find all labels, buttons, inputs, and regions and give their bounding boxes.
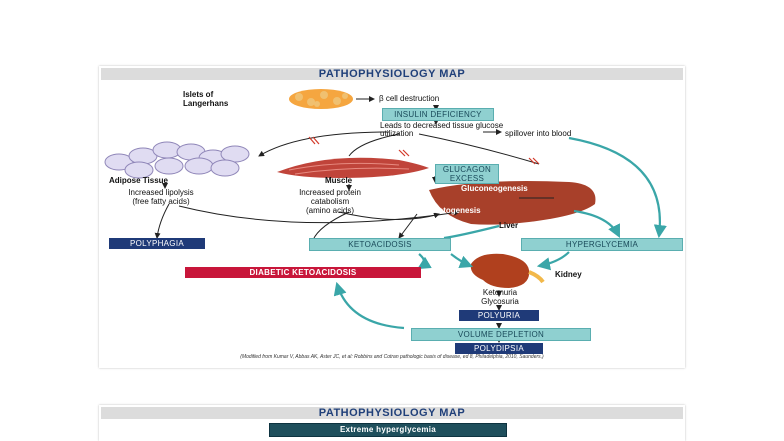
adipose-tissue-image	[104, 141, 250, 179]
liver-image	[429, 181, 596, 225]
kidney-image	[470, 253, 545, 288]
ketonuria-glycosuria-label: Ketonuria Glycosuria	[481, 288, 519, 306]
polyphagia-box: POLYPHAGIA	[109, 238, 205, 249]
glucagon-excess-box: GLUCAGON EXCESS	[435, 164, 499, 184]
muscle-image	[277, 157, 429, 178]
gluconeogenesis-label: Gluconeogenesis	[461, 184, 528, 193]
muscle-title: Muscle	[325, 176, 353, 185]
polyuria-box: POLYURIA	[459, 310, 539, 321]
utilization-label: utilization	[380, 129, 414, 138]
adipose-tissue-text: Increased lipolysis (free fatty acids)	[128, 188, 194, 206]
panel-title: PATHOPHYSIOLOGY MAP	[101, 68, 683, 80]
ketoacidosis-box: KETOACIDOSIS	[309, 238, 451, 251]
hyperglycemia-box: HYPERGLYCEMIA	[521, 238, 683, 251]
volume-depletion-box: VOLUME DEPLETION	[411, 328, 591, 341]
leads-to-label: Leads to decreased tissue glucose	[380, 121, 504, 130]
panel-2-title: PATHOPHYSIOLOGY MAP	[101, 407, 683, 419]
diagram-graphics	[104, 89, 667, 343]
liver-label: Liver	[499, 221, 519, 230]
muscle-text: Increased protein catabolism (amino acid…	[299, 188, 361, 215]
polydipsia-box: POLYDIPSIA	[455, 343, 543, 354]
insulin-deficiency-box: INSULIN DEFICIENCY	[382, 108, 494, 121]
kidney-label: Kidney	[555, 270, 582, 279]
ketogenesis-label: Ketogenesis	[433, 206, 481, 215]
diabetic-ketoacidosis-box: DIABETIC KETOACIDOSIS	[185, 267, 421, 278]
pathophysiology-map-panel-2: PATHOPHYSIOLOGY MAP Extreme hyperglycemi…	[99, 405, 685, 441]
islets-image	[289, 89, 353, 109]
beta-cell-destruction-label: β cell destruction	[379, 94, 440, 103]
extreme-hyperglycemia-box: Extreme hyperglycemia	[269, 423, 507, 437]
citation-caption: (Modified from Kumar V, Abbas AK, Aster …	[240, 354, 544, 360]
islets-label: Islets of Langerhans	[183, 90, 229, 108]
spillover-label: spillover into blood	[505, 129, 572, 138]
adipose-tissue-title: Adipose Tissue	[109, 176, 168, 185]
pathophysiology-map-panel: PATHOPHYSIOLOGY MAP	[99, 66, 685, 368]
